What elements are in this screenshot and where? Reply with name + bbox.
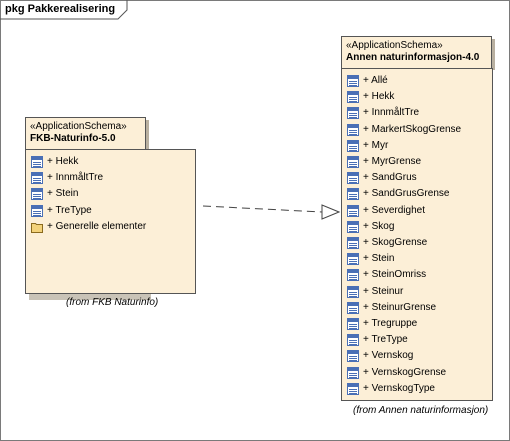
package-body: + Allé + Hekk + InnmåltTre + MarkertSkogGre… (341, 68, 493, 401)
class-icon (347, 237, 359, 249)
package-member[interactable]: + TreType (347, 333, 408, 347)
package-member-label: + SandGrus (363, 172, 417, 184)
class-icon (347, 156, 359, 168)
package-member[interactable]: + VernskogType (347, 382, 435, 396)
package-member[interactable]: + TreType (31, 204, 92, 218)
class-icon (347, 253, 359, 266)
package-member-label: + InnmåltTre (47, 172, 104, 184)
package-name: Annen naturinformasjon-4.0 (346, 52, 480, 63)
class-icon (31, 172, 43, 185)
package-member-label: + SteinurGrense (363, 301, 437, 313)
class-icon (31, 156, 43, 168)
package-member-label: + MarkertSkogGrense (363, 123, 462, 135)
package-member-label: + VernskogGrense (363, 366, 447, 378)
package-member-label: + Stein (47, 188, 79, 200)
package-member[interactable]: + Generelle elementer (31, 220, 146, 234)
class-icon (347, 139, 359, 152)
package-member[interactable]: + SandGrus (347, 171, 417, 185)
class-icon (347, 172, 359, 185)
package-member-label: + SteinOmriss (363, 269, 427, 281)
package-name: FKB-Naturinfo-5.0 (30, 133, 116, 144)
package-member-label: + Severdighet (363, 204, 425, 216)
realization-line (202, 205, 323, 213)
class-icon (347, 123, 359, 136)
package-member[interactable]: + Stein (31, 187, 78, 201)
class-icon (31, 204, 43, 217)
package-member[interactable]: + Steinur (347, 285, 403, 299)
package-member[interactable]: + Allé (347, 74, 388, 88)
diagram-title: pkg Pakkerealisering (5, 3, 116, 15)
package-member-label: + Tregruppe (363, 318, 418, 329)
class-icon (347, 204, 359, 217)
package-member[interactable]: + VernskogGrense (347, 366, 446, 380)
package-member[interactable]: + Severdighet (347, 204, 425, 218)
package-member[interactable]: + Skog (347, 220, 394, 234)
class-icon (347, 334, 359, 347)
frame-tab-outline (0, 0, 128, 20)
package-member[interactable]: + Tregruppe (347, 317, 417, 331)
package-member-label: + InnmåltTre (363, 107, 420, 119)
package-member-label: + TreType (47, 204, 92, 216)
class-icon (347, 350, 359, 363)
package-member[interactable]: + MarkertSkogGrense (347, 123, 461, 137)
package-member[interactable]: + Hekk (347, 90, 394, 104)
package-member-label: + VernskogType (363, 382, 435, 394)
package-member[interactable]: + InnmåltTre (31, 171, 103, 185)
package-member-label: + SkogGrense (363, 237, 428, 248)
class-icon (31, 188, 43, 201)
package-member-label: + Hekk (363, 91, 395, 103)
package-member-label: + Allé (363, 75, 388, 86)
package-member-label: + TreType (363, 334, 408, 346)
package-member-label: + Myr (363, 139, 389, 151)
folder-icon (31, 221, 43, 233)
package-member-label: + MyrGrense (363, 156, 422, 167)
package-member-label: + Stein (363, 253, 395, 265)
class-icon (347, 188, 359, 201)
class-icon (347, 75, 359, 87)
package-caption-annen: (from Annen naturinformasjon) (353, 405, 489, 416)
package-member[interactable]: + SteinOmriss (347, 268, 426, 282)
package-member[interactable]: + Myr (347, 139, 388, 153)
class-icon (347, 382, 359, 395)
package-member-label: + Generelle elementer (47, 220, 147, 232)
package-member-label: + Vernskog (363, 350, 414, 362)
package-stereotype: «ApplicationSchema» (346, 40, 443, 51)
class-icon (347, 318, 359, 330)
package-caption-fkb: (from FKB Naturinfo) (66, 297, 159, 308)
realization-arrowhead (321, 204, 341, 220)
package-stereotype: «ApplicationSchema» (30, 121, 127, 132)
class-icon (347, 91, 359, 104)
class-icon (347, 285, 359, 298)
package-member[interactable]: + Stein (347, 252, 394, 266)
package-member[interactable]: + InnmåltTre (347, 106, 419, 120)
package-member[interactable]: + Hekk (31, 155, 78, 169)
package-member-label: + SandGrusGrense (363, 188, 450, 200)
package-member-label: + Skog (363, 220, 395, 232)
package-member[interactable]: + SandGrusGrense (347, 187, 449, 201)
class-icon (347, 301, 359, 314)
class-icon (347, 220, 359, 233)
package-body: + Hekk + InnmåltTre + Stein + TreType + Gene… (25, 149, 196, 294)
package-tab: «ApplicationSchema» FKB-Naturinfo-5.0 (25, 117, 149, 151)
class-icon (347, 366, 359, 379)
package-member-label: + Steinur (363, 285, 404, 297)
package-member[interactable]: + SkogGrense (347, 236, 427, 250)
package-member[interactable]: + MyrGrense (347, 155, 421, 169)
package-member[interactable]: + Vernskog (347, 349, 413, 363)
package-member[interactable]: + SteinurGrense (347, 301, 436, 315)
package-member-label: + Hekk (47, 156, 79, 167)
class-icon (347, 107, 359, 120)
class-icon (347, 269, 359, 282)
